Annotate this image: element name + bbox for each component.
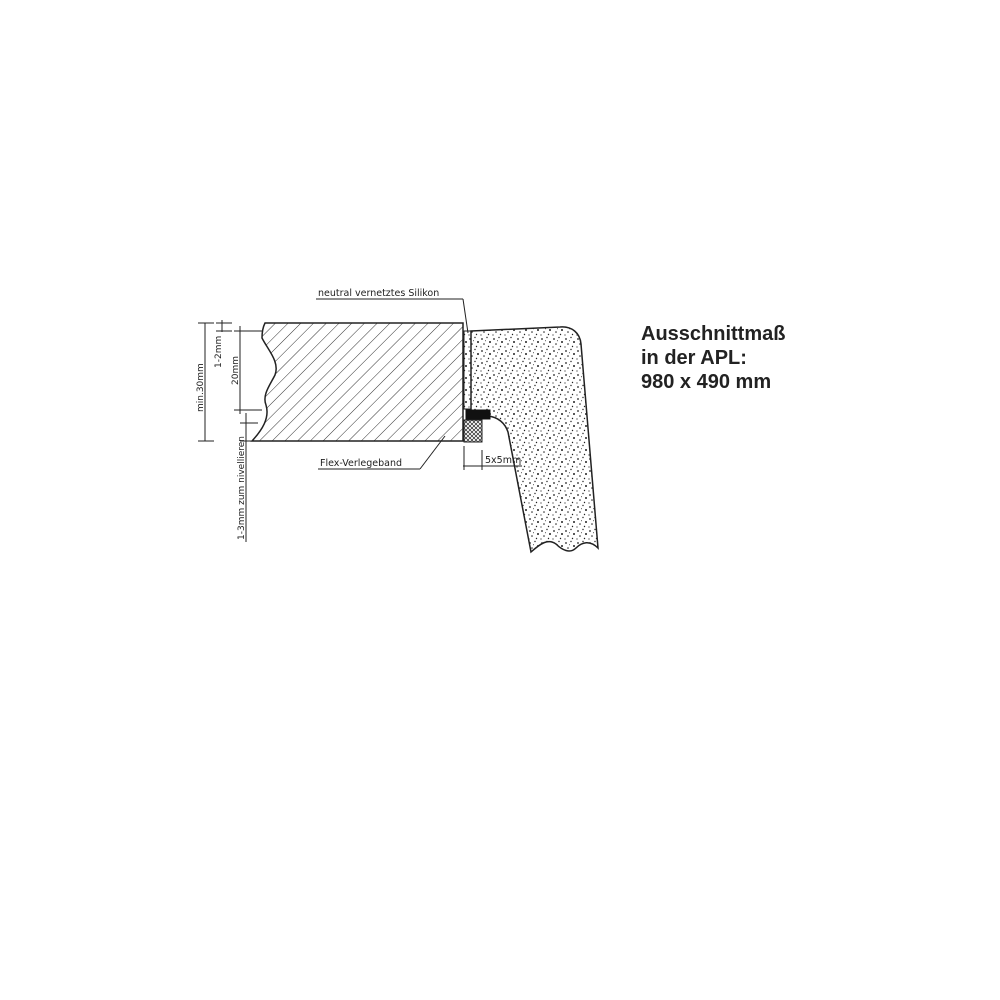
cutout-dimensions: Ausschnittmaß in der APL: 980 x 490 mm — [641, 322, 785, 394]
flex-tape — [465, 409, 491, 420]
thickness-dimension — [234, 326, 262, 414]
offset-label: 1-2mm — [214, 336, 224, 368]
min-thickness-label: min.30mm — [196, 363, 206, 412]
leveling-dimension — [240, 413, 258, 542]
worktop-section — [250, 322, 464, 442]
leveling-label: 1-3mm zum nivellieren — [237, 436, 247, 540]
tape-label: Flex-Verlegeband — [320, 458, 402, 469]
gap-dimension — [463, 446, 522, 470]
silicone-joint — [463, 330, 472, 410]
silicone-leader — [316, 298, 469, 334]
cutout-line-3: 980 x 490 mm — [641, 371, 772, 393]
tape-leader — [318, 435, 446, 470]
gap-label: 5x5mm — [485, 455, 521, 466]
min-thickness-dimension — [198, 322, 214, 442]
flex-tape-lower — [463, 419, 483, 443]
thickness-label: 20mm — [231, 356, 241, 385]
sink-rim-section — [470, 326, 599, 554]
offset-dimension — [216, 320, 232, 332]
cutout-line-1: Ausschnittmaß — [641, 323, 786, 345]
silicone-label: neutral vernetztes Silikon — [318, 288, 439, 299]
cutout-line-2: in der APL: — [641, 347, 747, 369]
